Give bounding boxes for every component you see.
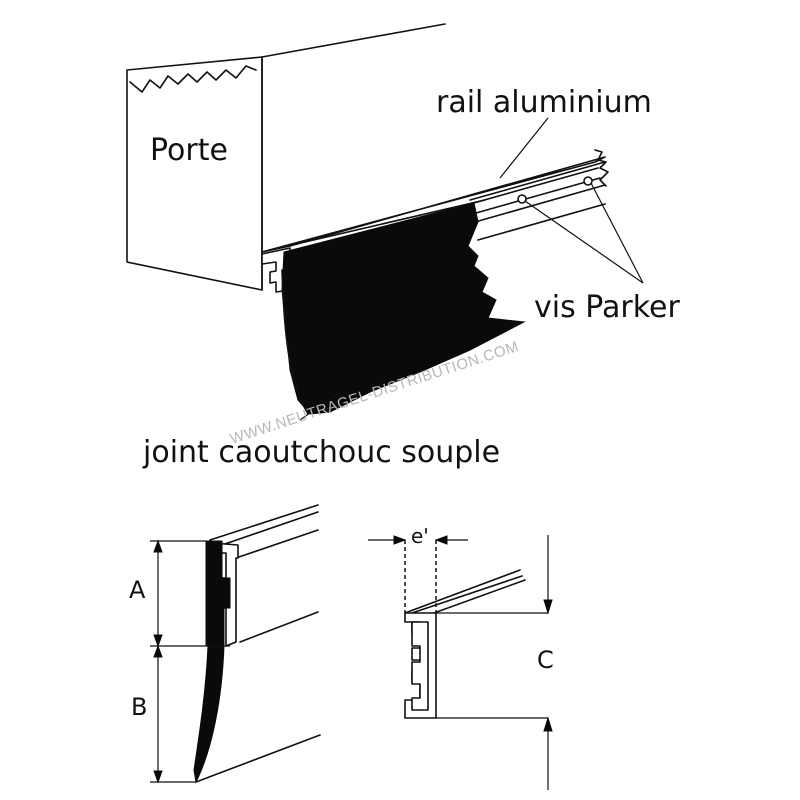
- rail-leader-line: [499, 117, 549, 179]
- seal-profile-view: A B: [129, 504, 321, 784]
- rail-line-5: [477, 203, 606, 241]
- rail-line-3: [469, 161, 606, 201]
- screw-hole-1: [517, 194, 527, 204]
- dim-b-arrow-top: [153, 644, 163, 658]
- profile-seal: [193, 540, 231, 784]
- dim-b-label: B: [131, 693, 147, 721]
- rail-label: rail aluminium: [436, 85, 652, 120]
- dim-b-arrow-bottom: [153, 770, 163, 784]
- rail-profile-view: C e': [368, 524, 554, 790]
- screw-leader-line-1: [524, 200, 644, 284]
- rubber-seal-edge: [281, 269, 309, 415]
- screw-leader-line-2: [590, 182, 644, 284]
- dim-a-label: A: [129, 576, 146, 604]
- screws-label: vis Parker: [534, 290, 680, 325]
- dim-e-arrow-right: [434, 535, 448, 545]
- profile-seal-back: [195, 734, 321, 783]
- door-assembly-illustration: Porte rail aluminium vis Parker joint ca…: [126, 23, 680, 470]
- dim-a-arrow-bottom: [153, 634, 163, 648]
- door-torn-edge: [129, 65, 257, 93]
- rail-top-face: [261, 156, 606, 253]
- rail-line-4: [474, 184, 606, 223]
- seal-leader-line: [299, 391, 341, 421]
- rail2-inner-slot: [411, 621, 429, 711]
- dim-e-label: e': [411, 524, 429, 548]
- profile-rail-top-1: [209, 504, 319, 541]
- dim-a-arrow-top: [153, 539, 163, 553]
- door-label: Porte: [150, 133, 228, 168]
- rail2-top-1: [404, 569, 521, 614]
- dim-c-arrow-bottom: [543, 716, 553, 732]
- dim-e-arrow-left: [393, 535, 407, 545]
- rubber-seal: [281, 202, 526, 415]
- seal-label: joint caoutchouc souple: [142, 435, 500, 470]
- screw-hole-2: [583, 176, 593, 186]
- profile-rail-bottom: [239, 611, 319, 643]
- rail-end-profile: [594, 149, 609, 187]
- door-top-edge: [261, 23, 446, 58]
- door-front-face: [126, 56, 263, 291]
- profile-rail-top-2: [221, 511, 319, 546]
- dim-c-arrow-top: [543, 599, 553, 615]
- profile-rail-top-3: [235, 529, 319, 559]
- dim-c-label: C: [537, 646, 554, 674]
- rail2-top-3: [433, 579, 526, 614]
- rail2-top-2: [411, 575, 523, 614]
